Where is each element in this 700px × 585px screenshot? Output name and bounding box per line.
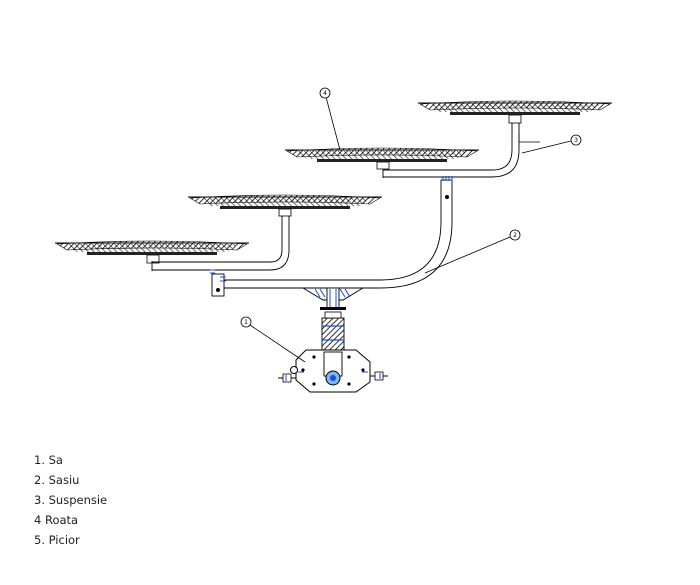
callout-1: 1 xyxy=(240,316,306,363)
callout-3: 3 xyxy=(521,134,582,154)
suspension-bracket xyxy=(518,134,540,143)
svg-text:1: 1 xyxy=(244,319,248,326)
legend-item-suspension: 3. Suspensie xyxy=(34,493,108,507)
seat-right-axle xyxy=(370,371,388,381)
wheel-far-left xyxy=(55,240,249,255)
suspension-tube-left xyxy=(151,216,290,271)
springs-blue xyxy=(210,176,453,282)
wheel-middle-left xyxy=(188,194,382,209)
seat-left-axle xyxy=(278,366,298,383)
technical-drawing: 4 3 2 1 xyxy=(55,87,612,393)
legend-item-seat: 1. Sa xyxy=(34,453,63,467)
legend-item-chassis: 2. Sasiu xyxy=(34,473,80,487)
wheel-top-right xyxy=(418,100,612,115)
legend: 1. Sa 2. Sasiu 3. Suspensie 4 Roata 5. P… xyxy=(34,450,107,550)
callout-4: 4 xyxy=(319,87,341,151)
svg-text:2: 2 xyxy=(513,232,517,239)
svg-text:4: 4 xyxy=(323,90,327,97)
legend-item-wheel: 4 Roata xyxy=(34,513,79,527)
svg-text:3: 3 xyxy=(574,137,578,144)
seat-mount xyxy=(301,287,365,310)
chassis-left-bracket xyxy=(211,273,225,297)
wheel-top-middle xyxy=(285,147,479,162)
legend-item-leg: 5. Picior xyxy=(34,533,80,547)
seat-body xyxy=(295,349,371,393)
suspension-tube-right xyxy=(382,123,520,178)
callout-2: 2 xyxy=(424,229,521,274)
hubs xyxy=(146,114,522,264)
